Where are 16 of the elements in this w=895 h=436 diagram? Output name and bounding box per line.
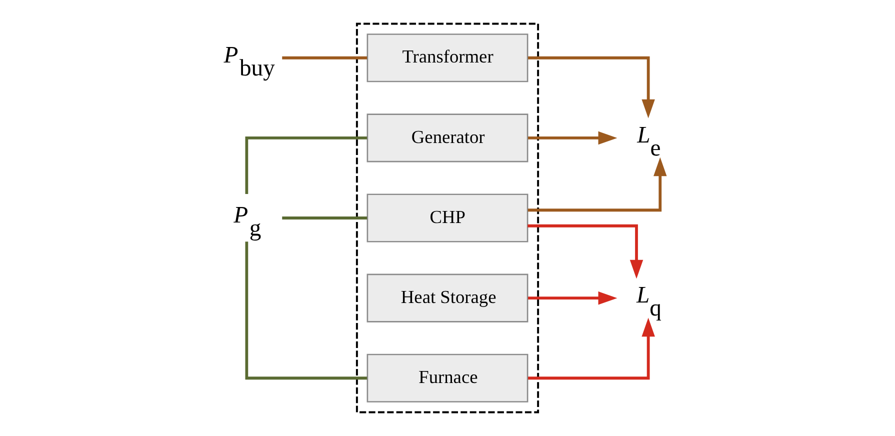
arrow [528,157,667,212]
node-box: Furnace [366,354,528,402]
connector [282,216,368,220]
arrow [528,224,644,279]
node-box: Generator [366,114,528,162]
node-box: Heat Storage [366,274,528,322]
connector [282,56,368,60]
arrow [528,291,618,305]
node-box: CHP [366,194,528,242]
arrow [528,56,655,118]
connector [245,136,367,194]
arrow [528,318,655,380]
cluster [356,22,540,414]
arrow [528,131,618,145]
connector [245,242,367,380]
node-box: Transformer [366,34,528,82]
